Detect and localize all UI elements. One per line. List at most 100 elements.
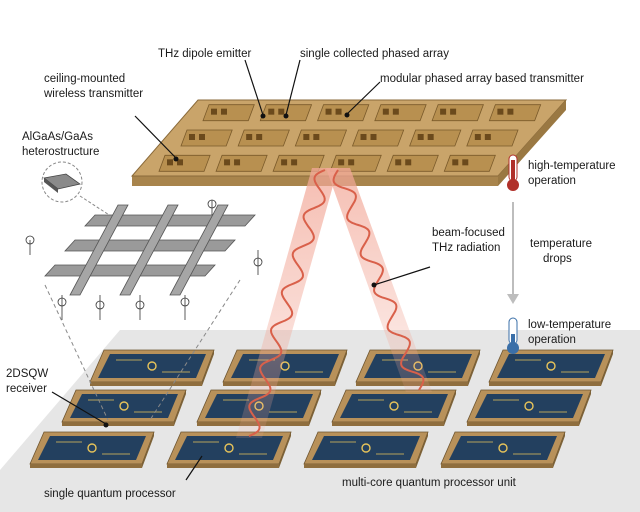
dipole-element (392, 108, 399, 115)
dipole-element (278, 108, 285, 115)
dipole-element (268, 108, 275, 115)
leader-modular (346, 81, 381, 115)
dipole-element (246, 134, 253, 140)
dipole-element (224, 159, 231, 166)
qubit-icon (147, 361, 157, 371)
leader-array (285, 59, 301, 116)
temperature-arrow (507, 202, 519, 304)
phased-array-tile (215, 154, 268, 172)
mesh-bar-v3 (169, 204, 229, 296)
phased-array-tile (329, 154, 382, 172)
label-heterostructure-2: heterostructure (22, 146, 99, 158)
qubit-icon (361, 443, 371, 453)
thermometer-hot (507, 154, 519, 191)
phased-array-tile (294, 129, 348, 147)
dipole-element (440, 108, 447, 115)
mesh-bar-v1 (69, 204, 129, 296)
dipole-element (335, 108, 342, 115)
quantum-chip-grid (29, 349, 614, 468)
dipole-element (360, 134, 367, 140)
dipole-element (474, 134, 481, 140)
leader-lines (51, 59, 431, 481)
phased-array-tile (386, 154, 439, 172)
phased-array-tile (409, 129, 462, 147)
phased-array-tile (158, 154, 211, 172)
dipole-element (234, 159, 241, 166)
receiver-mesh (25, 199, 263, 421)
quantum-processor-chip (303, 431, 429, 468)
phased-array-tile (202, 104, 255, 122)
dipole-element (256, 134, 263, 140)
dipole-element (348, 159, 355, 166)
phased-array-tile (443, 154, 496, 172)
phased-array-tile (237, 129, 290, 147)
dipole-element (417, 134, 424, 140)
heterostructure-inset (41, 161, 121, 223)
dipole-element (281, 159, 288, 166)
label-receiver-1: 2DSQW (6, 368, 48, 380)
dipole-element (303, 134, 310, 140)
dipole-element (189, 134, 195, 140)
dipole-element (370, 134, 377, 140)
label-high-temp-2: operation (528, 175, 576, 187)
label-receiver-2: receiver (6, 383, 47, 395)
phased-array-tile (374, 104, 427, 122)
phased-array-tile (180, 129, 233, 147)
phased-array-tile (431, 104, 484, 122)
phased-array-tile (316, 104, 370, 122)
quantum-processor-chip (488, 349, 614, 386)
dipole-element (313, 134, 320, 140)
ceiling-transmitter (130, 99, 568, 186)
label-high-temp-1: high-temperature (528, 160, 616, 172)
phased-array-tile (488, 104, 542, 122)
thz-beams (236, 168, 432, 438)
label-dipole-emitter: THz dipole emitter (158, 48, 251, 60)
quantum-processor-chip (331, 389, 457, 426)
label-ceiling-tx-2: wireless transmitter (43, 88, 143, 100)
quantum-processor-chip (166, 431, 292, 468)
mesh-wiring (25, 199, 263, 320)
label-temp-drops-2: drops (543, 253, 572, 265)
dipole-element (325, 108, 332, 115)
label-beam-1: beam-focused (432, 227, 505, 239)
qubit-icon (498, 443, 508, 453)
qubit-icon (546, 361, 556, 371)
leader-beam (373, 266, 431, 286)
label-temp-drops-1: temperature (530, 238, 592, 250)
dipole-element (462, 159, 469, 166)
dipole-element (382, 108, 389, 115)
thermometer-cold (507, 317, 519, 354)
mesh-bar-v2 (119, 204, 179, 296)
qubit-icon (119, 401, 129, 411)
qubit-icon (389, 401, 399, 411)
label-beam-2: THz radiation (432, 242, 500, 254)
mesh-dashed-left (44, 284, 109, 421)
leader-dots (103, 112, 377, 428)
quantum-processor-chip (89, 349, 215, 386)
dipole-element (199, 134, 205, 140)
label-low-temp-1: low-temperature (528, 319, 611, 331)
leader-dipole (244, 59, 264, 116)
heterostructure-side (44, 178, 58, 193)
quantum-processor-chip (222, 349, 348, 386)
dipole-element (221, 108, 227, 115)
label-modular-tx: modular phased array based transmitter (380, 73, 584, 85)
dipole-element (167, 159, 173, 166)
quantum-processor-chip (466, 389, 592, 426)
dipole-element (427, 134, 434, 140)
dipole-element (211, 108, 217, 115)
leader-ceiling (134, 115, 177, 159)
dipole-element (177, 159, 183, 166)
dipole-element (507, 108, 514, 115)
label-low-temp-2: operation (528, 334, 576, 346)
quantum-processor-chip (29, 431, 155, 468)
phased-array-tiles (158, 104, 542, 172)
dipole-element (497, 108, 504, 115)
inset-connector (79, 195, 121, 223)
quantum-processor-chip (61, 389, 187, 426)
beam-wave-right (332, 169, 425, 391)
phased-array-tile (351, 129, 405, 147)
leader-receiver (51, 391, 107, 425)
